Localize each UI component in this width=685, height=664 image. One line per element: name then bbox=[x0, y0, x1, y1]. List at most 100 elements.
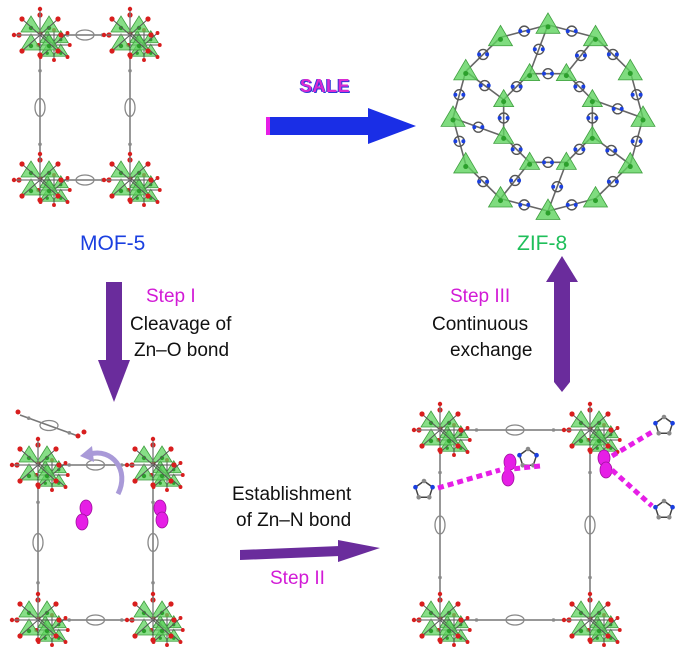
oxygen-atom bbox=[437, 447, 443, 453]
zn-tetrahedron bbox=[420, 618, 442, 636]
oxygen-atom bbox=[132, 446, 138, 452]
bond bbox=[571, 619, 591, 637]
bond bbox=[453, 617, 468, 631]
nitrogen-atom bbox=[478, 83, 483, 88]
zn-tetrahedron bbox=[38, 15, 60, 33]
zn-tetrahedron bbox=[36, 618, 58, 636]
nitrogen-atom bbox=[606, 179, 611, 184]
zn-tetrahedron bbox=[453, 151, 479, 174]
oxygen-atom bbox=[56, 462, 62, 468]
bdc-linker bbox=[460, 424, 570, 436]
nitrogen-atom bbox=[509, 178, 514, 183]
bond bbox=[111, 163, 131, 181]
zn-atom bbox=[446, 610, 452, 616]
zn-atom bbox=[141, 628, 147, 634]
bond bbox=[111, 179, 131, 197]
nitrogen-atom bbox=[559, 184, 564, 189]
bond bbox=[37, 464, 57, 482]
bond bbox=[51, 462, 66, 476]
oxygen-atom bbox=[148, 32, 154, 38]
oxygen-atom bbox=[617, 438, 622, 442]
oxygen-atom bbox=[569, 601, 575, 607]
oxygen-atom bbox=[148, 177, 154, 183]
bond bbox=[166, 617, 181, 631]
bond bbox=[39, 179, 59, 197]
bond bbox=[589, 413, 609, 431]
benzene-ring bbox=[124, 97, 136, 118]
bond bbox=[152, 603, 172, 621]
oxygen-atom bbox=[9, 462, 15, 468]
oxygen-atom bbox=[605, 601, 611, 607]
oxygen-atom bbox=[587, 401, 593, 407]
carbon-atom bbox=[438, 575, 442, 580]
nitrogen-atom bbox=[573, 147, 578, 152]
carbon-atom bbox=[661, 414, 667, 420]
bond bbox=[134, 603, 154, 621]
bond bbox=[39, 34, 59, 52]
sale-label: SALE bbox=[300, 76, 351, 96]
zn-atom bbox=[159, 473, 165, 479]
zn-atom bbox=[141, 610, 147, 616]
zn-atom bbox=[446, 628, 452, 634]
oxygen-atom bbox=[65, 628, 70, 632]
nitrogen-atom bbox=[542, 160, 546, 165]
bond bbox=[19, 464, 39, 482]
zif8-label: ZIF-8 bbox=[517, 232, 568, 255]
oxygen-atom bbox=[561, 427, 567, 433]
step3-arrow bbox=[546, 256, 578, 392]
zn-atom bbox=[527, 161, 533, 167]
oxygen-atom bbox=[419, 601, 425, 607]
zn-atom bbox=[589, 135, 595, 141]
bond bbox=[152, 464, 172, 482]
zn-tetrahedron bbox=[570, 600, 592, 618]
nitrogen-atom bbox=[565, 202, 570, 207]
oxygen-atom bbox=[180, 473, 185, 477]
oxygen-atom bbox=[180, 628, 185, 632]
oxygen-atom bbox=[11, 32, 17, 38]
zn-tetrahedron bbox=[630, 105, 656, 127]
zn-tetrahedron bbox=[570, 410, 592, 428]
zn-tetrahedron bbox=[128, 15, 150, 33]
zn-tetrahedron bbox=[20, 160, 42, 178]
highlighted-zn-site bbox=[79, 499, 93, 517]
zn-tetrahedron bbox=[38, 160, 60, 178]
oxygen-atom bbox=[127, 6, 133, 12]
zn-atom bbox=[501, 135, 507, 141]
ring-bond bbox=[518, 448, 538, 467]
zn-tetrahedron bbox=[36, 445, 58, 463]
oxygen-atom bbox=[55, 193, 61, 199]
zn-atom bbox=[158, 481, 162, 485]
zn4o-cluster bbox=[16, 157, 64, 203]
zn-tetrahedron bbox=[36, 600, 58, 618]
oxygen-atom bbox=[178, 461, 183, 465]
oxygen-atom bbox=[52, 203, 56, 207]
oxygen-atom bbox=[109, 48, 115, 54]
zn-tetrahedron bbox=[128, 178, 150, 196]
oxygen-atom bbox=[411, 617, 417, 623]
bond bbox=[571, 429, 591, 447]
benzene-ring bbox=[85, 614, 106, 626]
oxygen-atom bbox=[455, 633, 461, 639]
zn-tetrahedron bbox=[588, 428, 610, 446]
oxygen-atom bbox=[9, 617, 15, 623]
carbon-atom bbox=[151, 500, 155, 505]
zn-atom bbox=[578, 420, 584, 426]
zn-tetrahedron bbox=[110, 160, 132, 178]
nitrogen-atom bbox=[518, 147, 523, 152]
zn-tetrahedron bbox=[438, 410, 460, 428]
zn-atom bbox=[563, 73, 569, 79]
bdc-linker bbox=[434, 450, 446, 600]
bond bbox=[603, 427, 618, 441]
oxygen-atom bbox=[145, 16, 151, 22]
nitrogen-atom bbox=[581, 147, 586, 152]
zn-atom bbox=[136, 25, 142, 31]
zn-atom bbox=[26, 610, 32, 616]
oxygen-atom bbox=[458, 617, 464, 623]
benzene-ring bbox=[75, 174, 95, 186]
oxygen-atom bbox=[37, 151, 43, 157]
bond bbox=[129, 179, 149, 197]
carbon-atom bbox=[666, 430, 672, 436]
step1-line1: Cleavage of bbox=[130, 314, 232, 335]
oxygen-atom bbox=[452, 453, 456, 457]
oxygen-atom bbox=[109, 16, 115, 22]
